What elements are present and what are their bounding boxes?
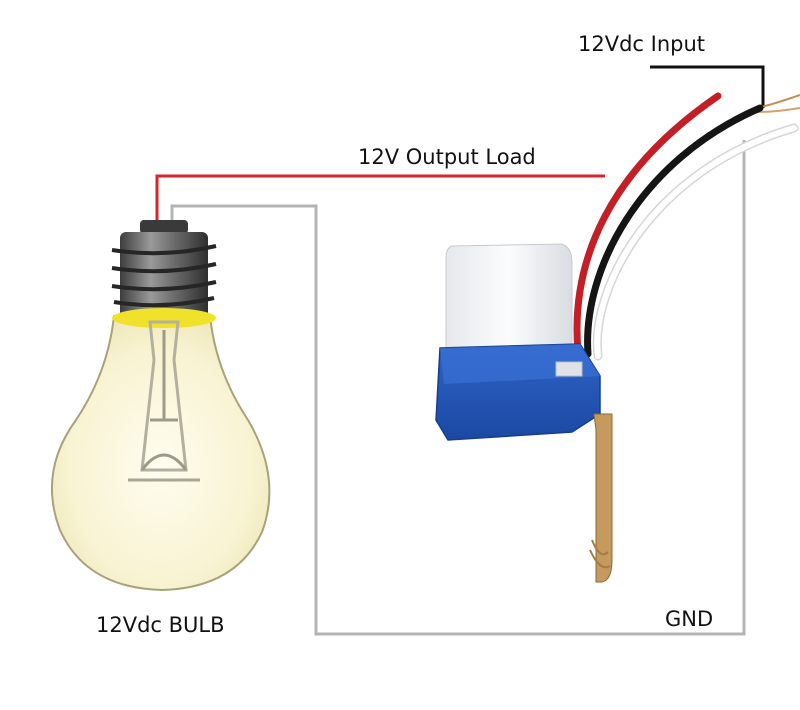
sensor-red-lead [573, 92, 722, 356]
bulb-label: 12Vdc BULB [96, 613, 225, 637]
input-label: 12Vdc Input [578, 32, 706, 56]
gnd-wire [170, 140, 746, 636]
input-lead-tip-2 [754, 107, 800, 113]
sensor-black-lead [584, 104, 764, 358]
light-bulb-icon [51, 220, 271, 592]
output-load-label: 12V Output Load [358, 145, 536, 169]
input-lead-wire [650, 65, 765, 108]
sensor-white-lead [592, 123, 799, 361]
photocell-switch-icon [435, 243, 613, 583]
gnd-label: GND [665, 607, 714, 631]
output-load-wire [155, 174, 605, 220]
